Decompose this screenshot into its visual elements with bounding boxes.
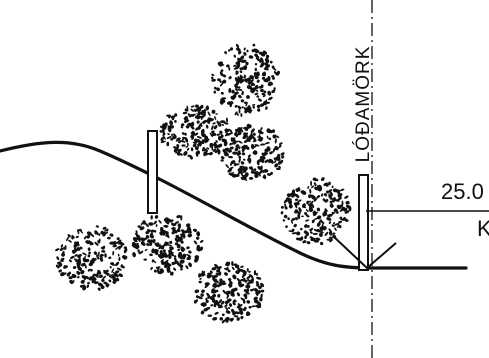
shrub [192,261,265,324]
right-post [358,174,369,271]
shrub [159,104,234,160]
terrain-line [0,140,468,270]
dimension-value: 25.0 [441,179,484,204]
shrub [216,123,286,181]
boundary-arrow [332,235,397,270]
boundary-label: LÓÐAMÖRK [353,45,374,163]
shrub [55,225,128,291]
shrub-group [55,43,352,324]
shrub [280,177,352,246]
dimension-sub-label: K [477,216,489,241]
left-post [147,130,158,214]
shrub [130,214,204,276]
shrub [211,43,280,117]
